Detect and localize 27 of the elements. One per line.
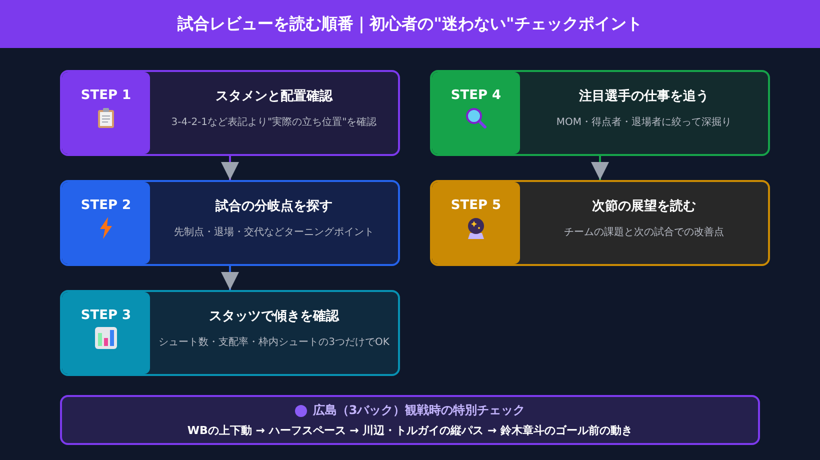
- special-check-box: [60, 395, 760, 445]
- step-label: STEP 1: [80, 88, 132, 102]
- step-description: MOM・得点者・退場者に絞って深掘り: [556, 116, 732, 129]
- step-label: STEP 3: [80, 308, 132, 322]
- step-card: [430, 70, 770, 156]
- step-description: 3-4-2-1など表記より"実際の立ち位置"を確認: [171, 116, 377, 129]
- step-title: スタメンと配置確認: [216, 88, 332, 105]
- step-title: 試合の分岐点を探す: [216, 198, 332, 215]
- title: 試合レビューを読む順番｜初心者の"迷わない"チェックポイント: [178, 14, 642, 34]
- step-title: スタッツで傾きを確認: [209, 308, 339, 325]
- special-check-text: WBの上下動 → ハーフスペース → 川辺・トルガイの縦パス → 鈴木章斗のゴール前の動き: [187, 423, 633, 438]
- step-card: [60, 180, 400, 266]
- step-label: STEP 2: [80, 198, 132, 212]
- step-card: [60, 290, 400, 376]
- step-card: [430, 180, 770, 266]
- step-title: 注目選手の仕事を追う: [579, 88, 709, 105]
- step-title: 次節の展望を読む: [592, 198, 696, 215]
- arrow: [221, 156, 239, 180]
- step-description: チームの課題と次の試合での改善点: [564, 226, 724, 239]
- step-description: 先制点・退場・交代などターニングポイント: [174, 226, 374, 239]
- special-check-title: 広島（3バック）観戦時の特別チェック: [312, 402, 526, 419]
- arrow: [221, 266, 239, 290]
- step-label: STEP 5: [450, 198, 502, 212]
- step-description: シュート数・支配率・枠内シュートの3つだけでOK: [158, 336, 390, 349]
- arrow: [591, 156, 609, 180]
- step-card: [60, 70, 400, 156]
- step-label: STEP 4: [450, 88, 502, 102]
